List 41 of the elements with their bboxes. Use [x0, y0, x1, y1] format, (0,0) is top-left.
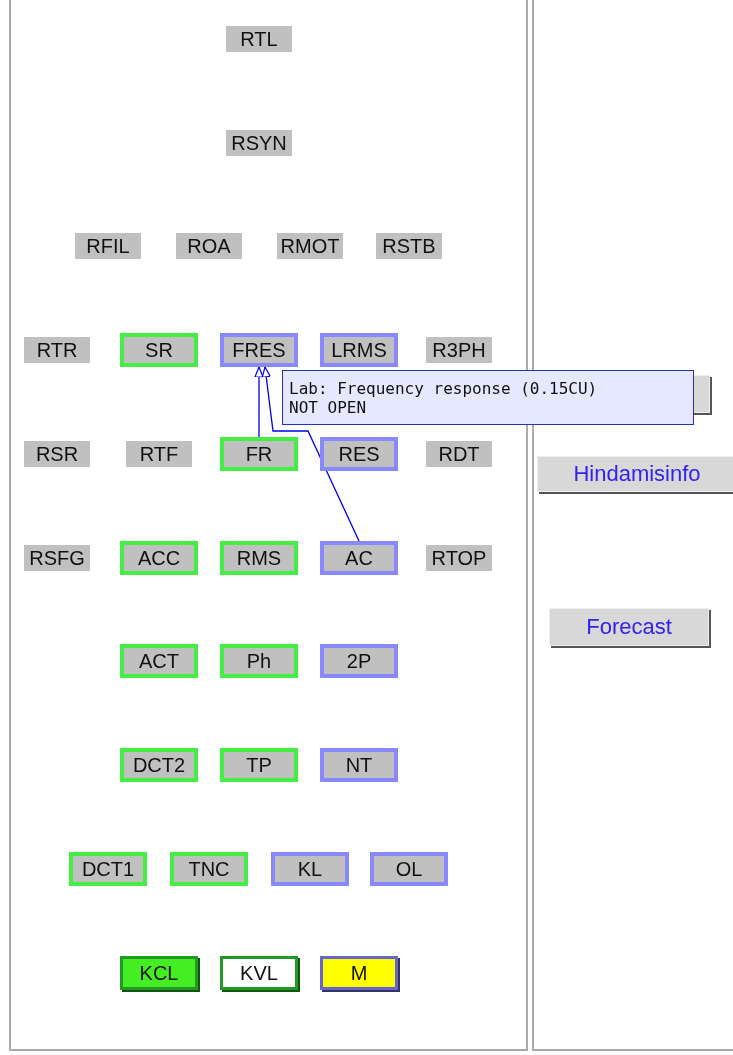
- module-box: TNC: [170, 852, 248, 886]
- module-box: M: [320, 956, 398, 990]
- tooltip: [282, 370, 694, 425]
- module-label: RMOT: [277, 233, 343, 259]
- module-box: DCT2: [120, 748, 198, 782]
- button: Hindamisinfo: [537, 456, 733, 492]
- module-box: ACC: [120, 541, 198, 575]
- module-box: 2P: [320, 644, 398, 678]
- module-label: ROA: [176, 233, 242, 259]
- module-label: RSR: [24, 441, 90, 467]
- module-box: DCT1: [69, 852, 147, 886]
- module-box: LRMS: [320, 333, 398, 367]
- module-box: SR: [120, 333, 198, 367]
- module-box: KCL: [120, 956, 198, 990]
- module-box: KVL: [220, 956, 298, 990]
- module-box: ACT: [120, 644, 198, 678]
- module-label: RFIL: [75, 233, 141, 259]
- module-label: RSTB: [376, 233, 442, 259]
- module-label: RTOP: [426, 545, 492, 571]
- arrow: [254, 366, 264, 438]
- module-box: FR: [220, 437, 298, 471]
- module-label: RSFG: [24, 545, 90, 571]
- module-box: NT: [320, 748, 398, 782]
- module-box: KL: [271, 852, 349, 886]
- module-label: RDT: [426, 441, 492, 467]
- module-box: RES: [320, 437, 398, 471]
- module-label: RTL: [226, 26, 292, 52]
- button: Forecast: [549, 608, 709, 646]
- module-box: RMS: [220, 541, 298, 575]
- tooltip-text: Lab: Frequency response (0.15CU): [289, 378, 598, 398]
- module-label: RSYN: [226, 130, 292, 156]
- module-box: AC: [320, 541, 398, 575]
- module-box: FRES: [220, 333, 298, 367]
- module-label: RTR: [24, 337, 90, 363]
- module-box: OL: [370, 852, 448, 886]
- module-box: TP: [220, 748, 298, 782]
- module-label: R3PH: [426, 337, 492, 363]
- tooltip-text: NOT OPEN: [289, 397, 367, 417]
- module-label: RTF: [126, 441, 192, 467]
- arrow: [261, 366, 360, 542]
- module-box: Ph: [220, 644, 298, 678]
